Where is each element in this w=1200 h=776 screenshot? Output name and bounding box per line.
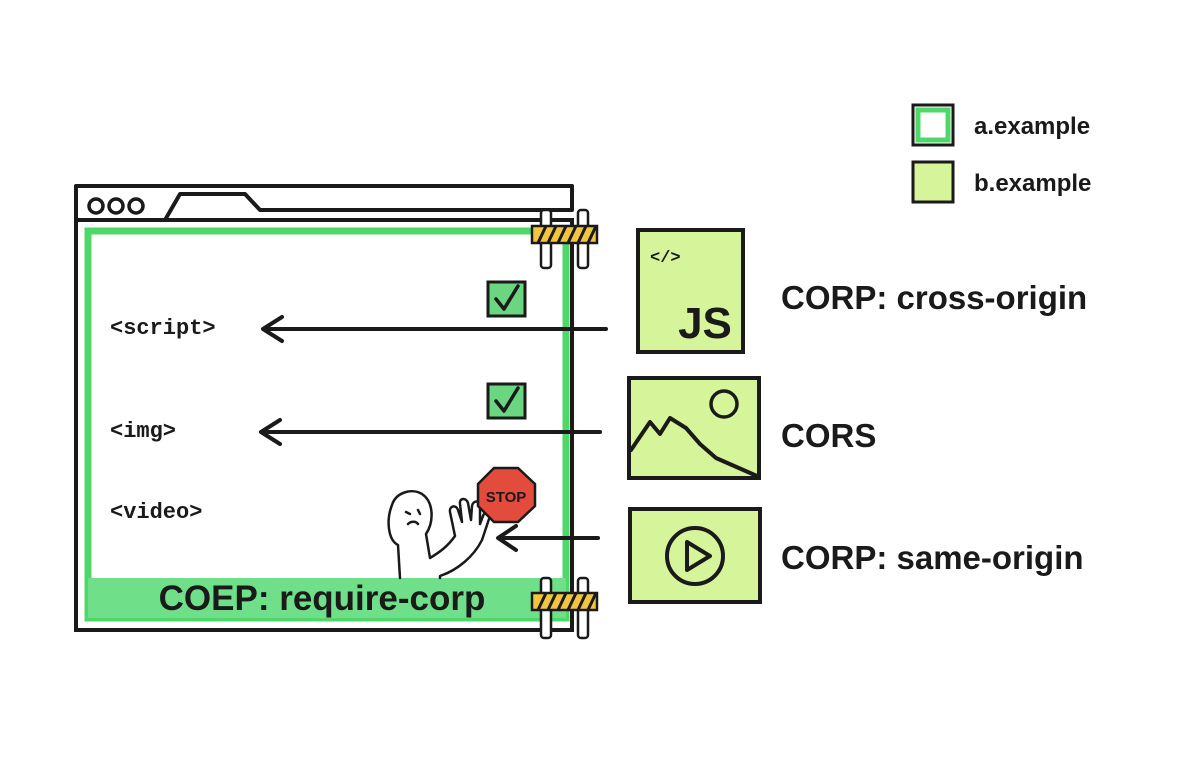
svg-text:STOP: STOP xyxy=(486,489,527,506)
js-file-icon xyxy=(636,228,745,354)
svg-text:</>: </> xyxy=(650,249,681,268)
page-content-area xyxy=(84,227,570,622)
svg-text:JS: JS xyxy=(678,299,732,348)
check-icon xyxy=(486,280,527,318)
image-icon xyxy=(627,376,761,480)
resource-js: </> JS CORP: cross-origin xyxy=(636,228,1087,354)
stop-sign-icon: STOP xyxy=(476,466,537,524)
resource-img: CORS xyxy=(627,376,876,480)
arrow-to-img xyxy=(259,418,602,446)
coep-banner xyxy=(88,578,566,618)
browser-window: COEP: require-corp <script> <img> <video… xyxy=(74,184,574,632)
resource-header-js: CORP: cross-origin xyxy=(781,279,1087,316)
resource-header-video: CORP: same-origin xyxy=(781,539,1084,576)
clamp-top-icon xyxy=(530,208,599,270)
tag-script: <script> xyxy=(110,316,216,341)
window-controls-icon xyxy=(87,197,145,215)
legend-swatch-b-example xyxy=(911,160,955,204)
legend-label-a-example: a.example xyxy=(974,113,1090,140)
tag-video: <video> xyxy=(110,500,202,525)
clamp-bottom-icon xyxy=(530,576,599,640)
arrow-to-video-blocked xyxy=(496,524,600,552)
tag-img: <img> xyxy=(110,419,176,444)
coep-banner-label: COEP: require-corp xyxy=(159,579,486,618)
legend: a.example b.example xyxy=(911,103,1091,204)
resource-video: CORP: same-origin xyxy=(628,507,1084,604)
check-icon xyxy=(486,382,527,420)
resource-header-img: CORS xyxy=(781,417,876,454)
legend-label-b-example: b.example xyxy=(974,170,1091,197)
arrow-to-script xyxy=(261,315,608,343)
